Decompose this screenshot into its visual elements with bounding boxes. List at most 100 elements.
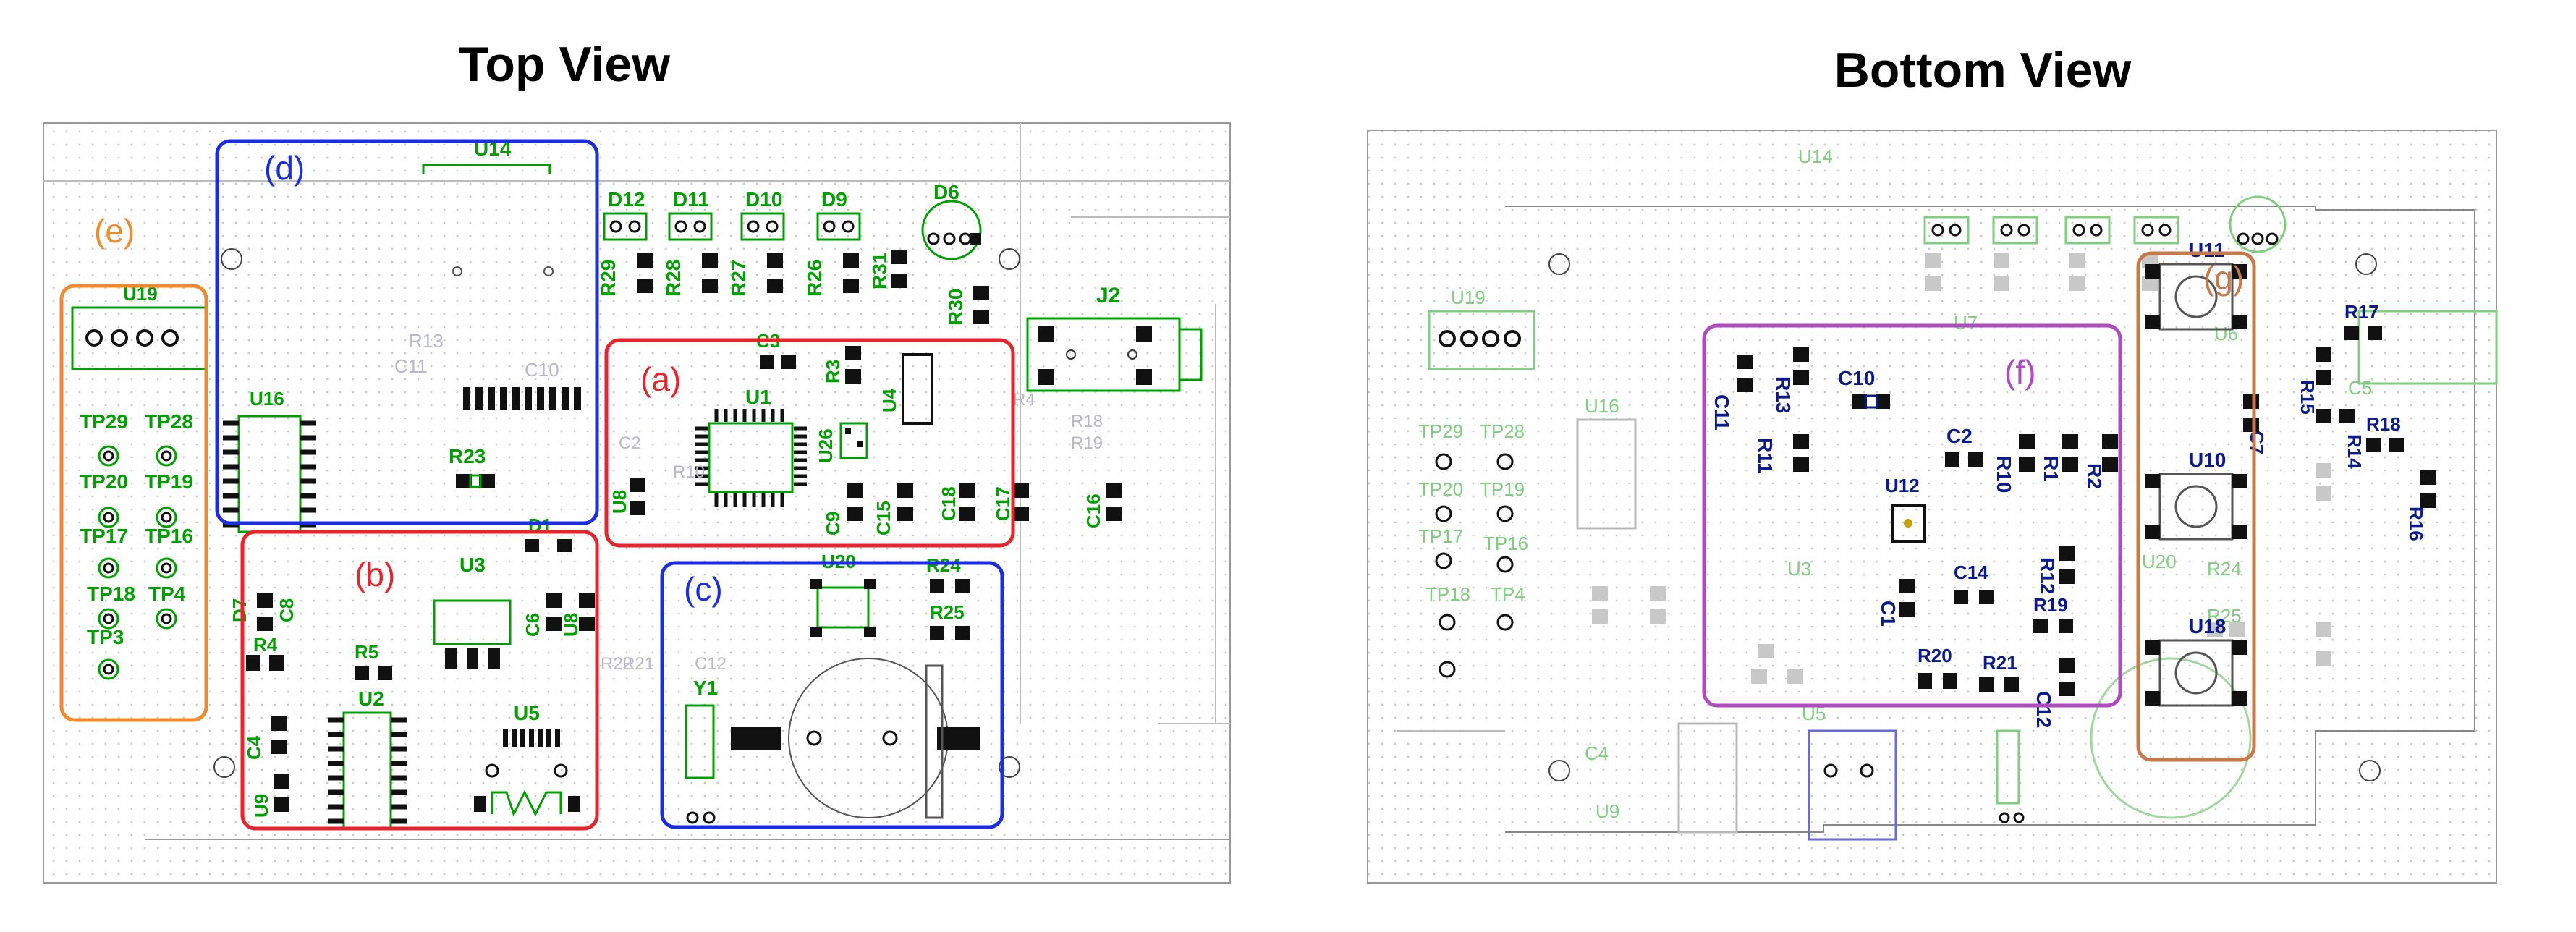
battery-ghost xyxy=(2090,657,2252,819)
ghost-pad xyxy=(2142,276,2158,291)
d12-outline xyxy=(603,212,648,241)
label-tp17: TP17 xyxy=(80,525,128,547)
u19-ghost-pin xyxy=(1504,330,1521,347)
u5-ghost-hole xyxy=(1860,763,1874,778)
ghost-text: C2 xyxy=(619,433,641,453)
ghost-pad xyxy=(1994,276,2009,291)
u18-cap xyxy=(2174,651,2218,695)
y1-body xyxy=(685,704,715,779)
u14-outline xyxy=(422,164,551,174)
r16-pad xyxy=(2420,470,2436,485)
u8-pad xyxy=(579,593,595,608)
u26-pin xyxy=(845,428,851,434)
label-r17: R17 xyxy=(2344,301,2379,323)
label-j2: J2 xyxy=(1096,284,1120,308)
j2-pad xyxy=(1136,369,1152,385)
r1-pad xyxy=(2062,434,2078,449)
d11-hole xyxy=(674,220,687,233)
u4-body xyxy=(902,353,933,425)
led-ghost-hole xyxy=(2158,224,2172,237)
r5-pad xyxy=(378,666,392,680)
c17-pad xyxy=(1013,507,1029,521)
label-c17: C17 xyxy=(992,486,1014,521)
u18-pad xyxy=(2145,640,2160,655)
region-b-label: (b) xyxy=(355,556,395,593)
u11-pad xyxy=(2232,264,2247,279)
c7-pad xyxy=(2243,418,2259,432)
c1-pad xyxy=(1899,602,1915,617)
r29-pad xyxy=(637,279,653,293)
r10-pad xyxy=(2019,434,2035,449)
y1-ghost xyxy=(1996,729,2020,805)
tp-ghost xyxy=(1496,505,1514,522)
u3-pin xyxy=(445,648,457,669)
ghost-pad xyxy=(2316,651,2331,666)
r18-pad xyxy=(2389,438,2404,452)
r20-pad xyxy=(1918,673,1932,689)
c11-pad xyxy=(1737,378,1753,392)
r16-pad xyxy=(2420,493,2436,508)
ghost-text: TP16 xyxy=(1483,533,1528,554)
top-view-title: Top View xyxy=(458,37,671,92)
u5-hole xyxy=(485,763,499,778)
u5-hole xyxy=(554,763,568,778)
led-ghost-hole xyxy=(2141,224,2154,237)
r2-pad xyxy=(2102,457,2118,472)
r21-pad xyxy=(1979,677,1994,692)
c8-pad xyxy=(257,593,273,608)
label-r24: R24 xyxy=(926,554,961,576)
label-u2: U2 xyxy=(358,687,384,710)
r28-pad xyxy=(702,279,718,293)
d1-pad xyxy=(525,539,539,552)
r13-pad xyxy=(1793,370,1809,385)
r24-pad xyxy=(955,579,970,593)
label-u9: U9 xyxy=(250,794,272,818)
region-f-box xyxy=(1702,323,2122,708)
region-f-label: (f) xyxy=(2004,353,2035,391)
led-ghost-hole xyxy=(2017,224,2030,237)
c9-pad xyxy=(847,483,863,498)
c7-pad xyxy=(2243,394,2259,409)
tp17-ring xyxy=(98,557,119,579)
battery-pad xyxy=(937,727,980,750)
u5-pin xyxy=(555,729,560,747)
d6-ghost xyxy=(2229,195,2287,253)
c12-pad xyxy=(2059,658,2075,673)
r13-pad xyxy=(1793,347,1809,362)
label-d9: D9 xyxy=(821,188,847,211)
tp3-hole xyxy=(103,664,114,675)
u3-pin xyxy=(488,648,500,669)
r17-pad xyxy=(2368,326,2382,340)
u10-cap xyxy=(2174,485,2218,528)
u5-pin xyxy=(529,729,534,747)
d6-sq-pin xyxy=(970,233,981,245)
u10-pad xyxy=(2232,525,2247,539)
y1-ghost-pin xyxy=(2013,812,2025,823)
r23-pad xyxy=(479,474,495,488)
c18-pad xyxy=(959,507,975,521)
ghost-text: C10 xyxy=(525,359,559,381)
u5-pin xyxy=(503,729,508,747)
tp19-hole xyxy=(161,512,172,523)
region-a-box xyxy=(604,338,1015,548)
ghost-pad xyxy=(1758,644,1774,658)
led-ghost xyxy=(2064,216,2111,245)
r14-pad xyxy=(2316,409,2331,423)
d6-ghost-pin xyxy=(2251,232,2264,245)
label-tp18: TP18 xyxy=(87,582,135,605)
ghost-pad xyxy=(2207,622,2223,637)
r25-pad xyxy=(930,626,944,640)
ghost-text: TP4 xyxy=(1491,583,1525,605)
c14-pad xyxy=(1979,590,1994,604)
tp-ghost xyxy=(1496,614,1514,631)
tp3-ring xyxy=(98,658,119,680)
r2-pad xyxy=(2102,434,2118,449)
u14-pin xyxy=(475,387,483,410)
label-r28: R28 xyxy=(662,260,685,297)
region-c-box xyxy=(660,561,1004,829)
u19-pin xyxy=(161,329,179,347)
led-ghost-hole xyxy=(1931,224,1944,237)
ghost-text: R22 xyxy=(601,654,632,674)
d6-pin xyxy=(943,232,956,245)
u14-pin xyxy=(525,387,532,410)
